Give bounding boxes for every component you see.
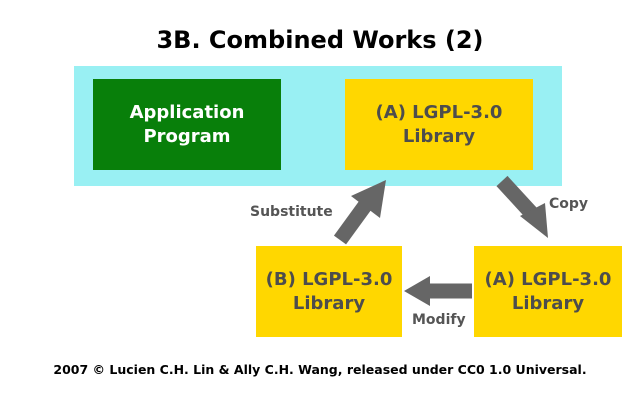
lib-a-bottom-line2: Library bbox=[511, 292, 585, 314]
diagram-title: 3B. Combined Works (2) bbox=[156, 26, 484, 54]
copy-arrow bbox=[496, 175, 548, 238]
application-program-box: Application Program bbox=[93, 79, 281, 170]
app-box-line2: Program bbox=[143, 125, 231, 147]
lib-a-bottom-line1: (A) LGPL-3.0 bbox=[484, 268, 612, 290]
lib-a-top-line1: (A) LGPL-3.0 bbox=[375, 101, 503, 123]
library-a-top-box: (A) LGPL-3.0 Library bbox=[345, 79, 533, 170]
copyright-footer: 2007 © Lucien C.H. Lin & Ally C.H. Wang,… bbox=[53, 362, 587, 377]
library-a-bottom-box: (A) LGPL-3.0 Library bbox=[474, 246, 622, 337]
lib-b-line2: Library bbox=[292, 292, 366, 314]
modify-arrow bbox=[404, 276, 472, 306]
modify-label: Modify bbox=[412, 312, 466, 328]
substitute-label: Substitute bbox=[250, 204, 333, 220]
app-box-line1: Application bbox=[129, 101, 245, 123]
copy-label: Copy bbox=[549, 196, 589, 212]
library-b-box: (B) LGPL-3.0 Library bbox=[256, 246, 402, 337]
lib-a-top-line2: Library bbox=[402, 125, 476, 147]
lib-b-line1: (B) LGPL-3.0 bbox=[265, 268, 393, 290]
substitute-arrow bbox=[333, 180, 386, 245]
